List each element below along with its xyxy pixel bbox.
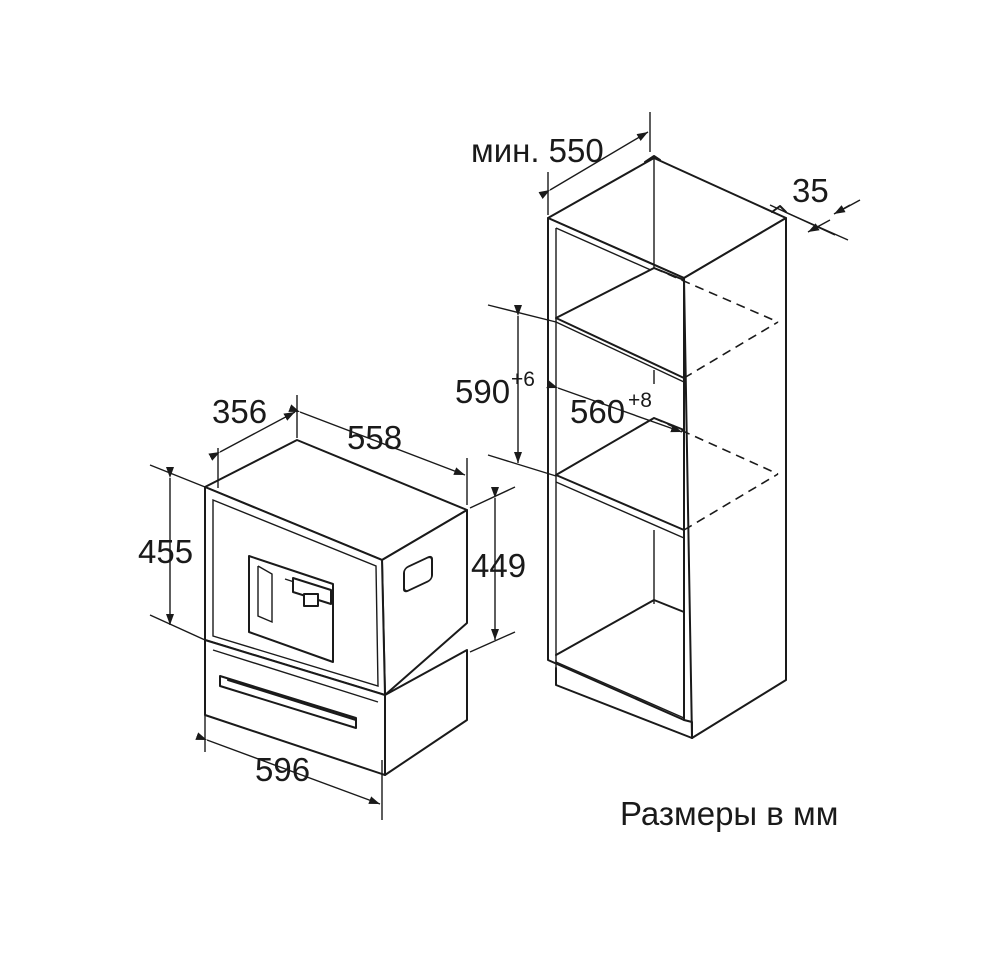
appliance-dimension-lines <box>149 395 516 820</box>
label-offset-35: 35 <box>792 172 829 209</box>
label-niche-width-tolerance: +8 <box>628 389 652 412</box>
label-width-558: 558 <box>347 419 402 456</box>
coffee-machine <box>204 439 468 776</box>
label-niche-height: 590 <box>455 373 510 410</box>
label-height-449: 449 <box>471 547 526 584</box>
label-depth-356: 356 <box>212 393 267 430</box>
label-min-depth-550: мин. 550 <box>471 132 604 169</box>
niche-width-value: 560 <box>570 393 625 430</box>
label-width-596: 596 <box>255 751 310 788</box>
caption-units: Размеры в мм <box>620 795 838 832</box>
niche-cabinet <box>547 155 787 739</box>
niche-height-value: 590 <box>455 373 510 410</box>
label-niche-height-tolerance: +6 <box>511 368 535 391</box>
label-niche-width: 560 <box>570 393 625 430</box>
niche-dimension-lines <box>487 112 861 477</box>
label-height-455: 455 <box>138 533 193 570</box>
